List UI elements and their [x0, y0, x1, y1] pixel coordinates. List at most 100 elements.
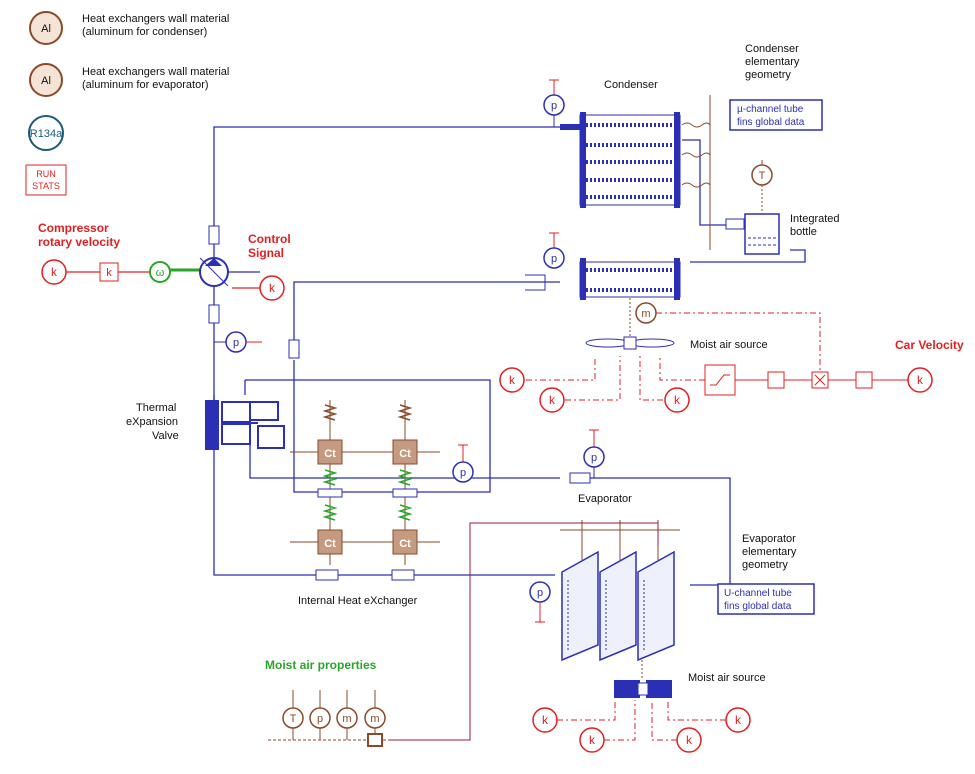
pressure-sensor-compressor[interactable]: p: [214, 331, 262, 353]
moist-air-properties-label: Moist air properties: [265, 658, 377, 672]
pipe-element-1[interactable]: [208, 225, 220, 245]
svg-text:R134a: R134a: [30, 128, 63, 140]
svg-text:k: k: [674, 393, 681, 407]
pressure-sensor-condenser[interactable]: p: [543, 79, 565, 127]
svg-text:p: p: [551, 100, 557, 112]
mass-flow-sensor-top[interactable]: m: [635, 302, 657, 324]
svg-text:k: k: [686, 733, 693, 747]
svg-text:Ct: Ct: [399, 538, 411, 550]
svg-text:Al: Al: [41, 75, 51, 87]
moist-air-source-bottom-label: Moist air source: [688, 672, 766, 684]
moist-air-source-top-label: Moist air source: [690, 339, 768, 351]
evaporator[interactable]: [560, 520, 680, 662]
condenser[interactable]: [560, 95, 711, 250]
pipe-element-3[interactable]: [288, 339, 300, 359]
svg-text:U-channel tube: U-channel tube: [724, 588, 792, 599]
svg-text:STATS: STATS: [32, 181, 60, 191]
svg-text:T: T: [759, 170, 766, 182]
run-stats-button[interactable]: RUN STATS: [25, 164, 67, 196]
moist-air-bottom-k2[interactable]: k: [579, 727, 605, 753]
condenser-geometry-box[interactable]: µ-channel tube fins global data: [729, 99, 823, 131]
moist-air-top-k1[interactable]: k: [499, 367, 525, 393]
rotary-velocity-source[interactable]: ω: [149, 261, 171, 283]
svg-text:k: k: [589, 733, 596, 747]
evaporator-geo-2: elementary: [742, 546, 797, 558]
txv-label-2: eXpansion: [126, 416, 178, 428]
pressure-sensor-evap-out[interactable]: p: [529, 581, 551, 623]
compressor[interactable]: [199, 257, 229, 287]
svg-text:k: k: [509, 373, 516, 387]
moist-air-top-k3[interactable]: k: [664, 387, 690, 413]
control-signal-1: Control: [248, 232, 291, 246]
ihx-block[interactable]: Ct Ct Ct Ct: [290, 400, 440, 565]
svg-text:m: m: [641, 308, 650, 320]
svg-text:ω: ω: [156, 267, 165, 279]
svg-text:k: k: [735, 713, 742, 727]
pipe-element-4[interactable]: [569, 472, 591, 484]
car-velocity-product[interactable]: [811, 371, 829, 389]
svg-text:k: k: [269, 281, 276, 295]
condenser-geo-3: geometry: [745, 69, 791, 81]
car-velocity-gain-1[interactable]: [767, 371, 785, 389]
car-velocity-label: Car Velocity: [895, 338, 964, 352]
svg-text:µ-channel tube: µ-channel tube: [737, 104, 804, 115]
svg-text:Al: Al: [41, 23, 51, 35]
pressure-sensor-evaporator[interactable]: p: [583, 429, 605, 478]
material-al-evaporator[interactable]: Al: [29, 63, 63, 97]
evaporator-fan[interactable]: [614, 660, 672, 698]
control-signal-constant[interactable]: k: [259, 275, 285, 301]
bottle-label-1: Integrated: [790, 213, 840, 225]
svg-text:k: k: [106, 267, 112, 279]
condenser-label: Condenser: [604, 79, 658, 91]
svg-text:m: m: [370, 713, 379, 725]
txv-label-1: Thermal: [136, 402, 176, 414]
svg-text:p: p: [591, 452, 597, 464]
svg-text:p: p: [460, 467, 466, 479]
material-al-condenser[interactable]: Al: [29, 11, 63, 45]
moist-air-top-k2[interactable]: k: [539, 387, 565, 413]
compressor-speed-constant[interactable]: k: [41, 259, 67, 285]
ihx-port-2[interactable]: [391, 569, 415, 581]
material-al-evaporator-line1: Heat exchangers wall material: [82, 66, 229, 78]
bottle-label-2: bottle: [790, 226, 817, 238]
compressor-gain-block[interactable]: k: [99, 262, 119, 282]
pressure-sensor-txv[interactable]: p: [452, 444, 474, 483]
material-al-condenser-line1: Heat exchangers wall material: [82, 13, 229, 25]
compressor-title-1: Compressor: [38, 221, 109, 235]
svg-text:k: k: [917, 373, 924, 387]
condenser-geo-2: elementary: [745, 56, 800, 68]
svg-text:m: m: [342, 713, 351, 725]
pipe-element-2[interactable]: [208, 304, 220, 324]
txv-label-3: Valve: [152, 430, 179, 442]
pressure-sensor-condenser-out[interactable]: p: [543, 232, 565, 269]
material-al-evaporator-line2: (aluminum for evaporator): [82, 79, 209, 91]
integrated-bottle[interactable]: T: [725, 160, 780, 255]
refrigerant-r134a[interactable]: R134a: [28, 115, 64, 151]
car-velocity-gain-2[interactable]: [855, 371, 873, 389]
svg-text:p: p: [317, 713, 323, 725]
evaporator-label: Evaporator: [578, 493, 632, 505]
ihx-port-1[interactable]: [315, 569, 339, 581]
svg-text:p: p: [551, 253, 557, 265]
svg-text:RUN: RUN: [36, 169, 56, 179]
ihx-label: Internal Heat eXchanger: [298, 595, 418, 607]
car-velocity-constant[interactable]: k: [907, 367, 933, 393]
control-signal-2: Signal: [248, 246, 284, 260]
moist-air-bottom-k3[interactable]: k: [676, 727, 702, 753]
compressor-title-2: rotary velocity: [38, 235, 120, 249]
moist-air-bottom-k4[interactable]: k: [725, 707, 751, 733]
svg-text:k: k: [51, 265, 58, 279]
refrigerant-circuit: [213, 126, 806, 586]
condenser-fan[interactable]: [585, 298, 675, 350]
moist-air-properties-sensors[interactable]: T p m m: [268, 690, 390, 747]
thermal-expansion-valve[interactable]: [205, 400, 285, 450]
evaporator-geometry-box[interactable]: U-channel tube fins global data: [717, 583, 815, 615]
svg-text:T: T: [290, 713, 297, 725]
svg-text:Ct: Ct: [324, 538, 336, 550]
moist-air-bottom-k1[interactable]: k: [532, 707, 558, 733]
condenser-low[interactable]: [525, 258, 681, 300]
svg-text:fins global data: fins global data: [737, 117, 805, 128]
svg-text:p: p: [537, 587, 543, 599]
saturation-block[interactable]: [704, 364, 736, 396]
